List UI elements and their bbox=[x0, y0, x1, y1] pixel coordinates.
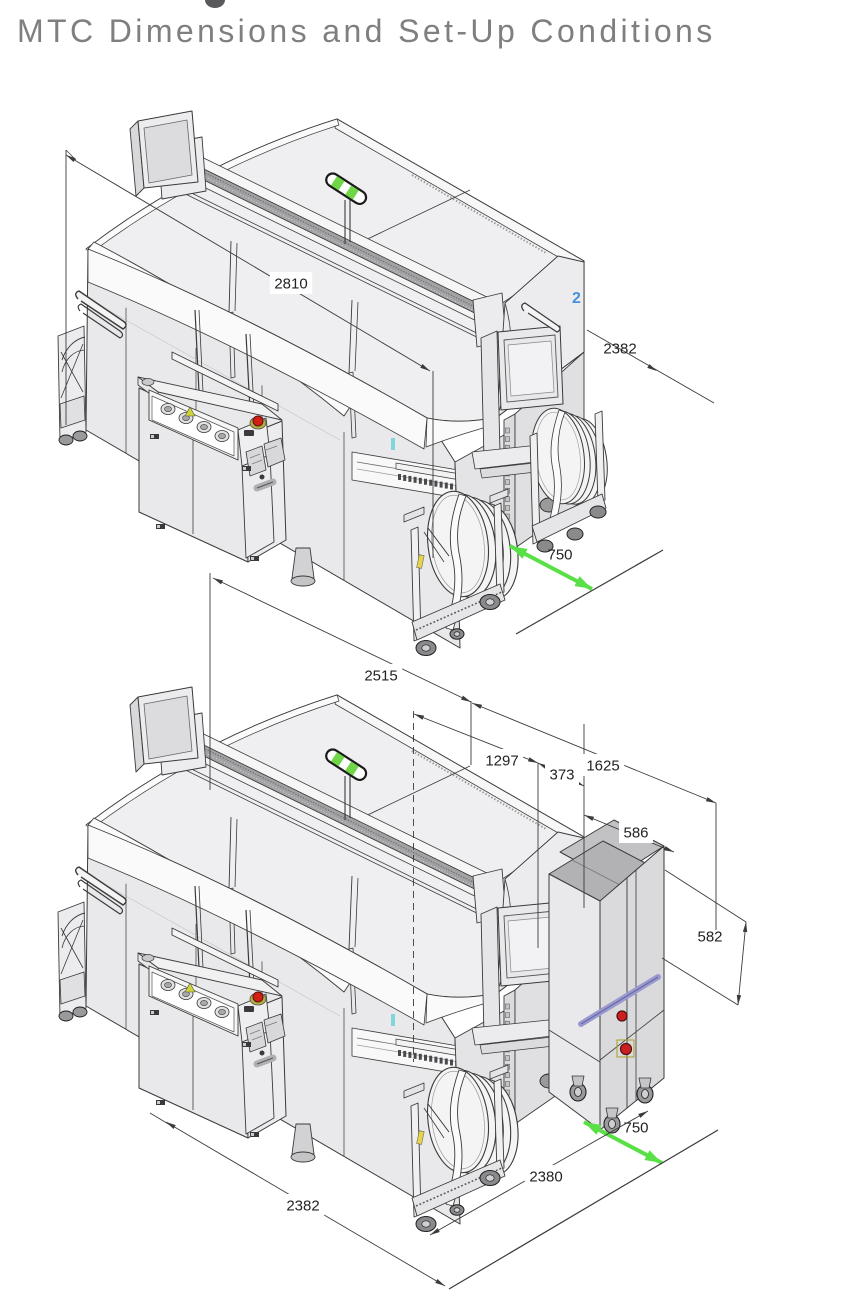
svg-text:373: 373 bbox=[549, 766, 574, 783]
svg-text:2382: 2382 bbox=[603, 340, 636, 357]
svg-text:582: 582 bbox=[697, 928, 722, 945]
svg-text:750: 750 bbox=[623, 1119, 648, 1136]
svg-text:2382: 2382 bbox=[286, 1197, 319, 1214]
svg-text:1297: 1297 bbox=[485, 752, 518, 769]
svg-text:2: 2 bbox=[572, 290, 581, 307]
svg-text:MTC Dimensions and Set-Up Cond: MTC Dimensions and Set-Up Conditions bbox=[17, 13, 716, 49]
svg-text:1625: 1625 bbox=[586, 757, 619, 774]
svg-text:2515: 2515 bbox=[364, 667, 397, 684]
svg-text:2810: 2810 bbox=[274, 275, 307, 292]
svg-text:2380: 2380 bbox=[529, 1168, 562, 1185]
svg-text:586: 586 bbox=[623, 824, 648, 841]
svg-text:750: 750 bbox=[547, 546, 572, 563]
